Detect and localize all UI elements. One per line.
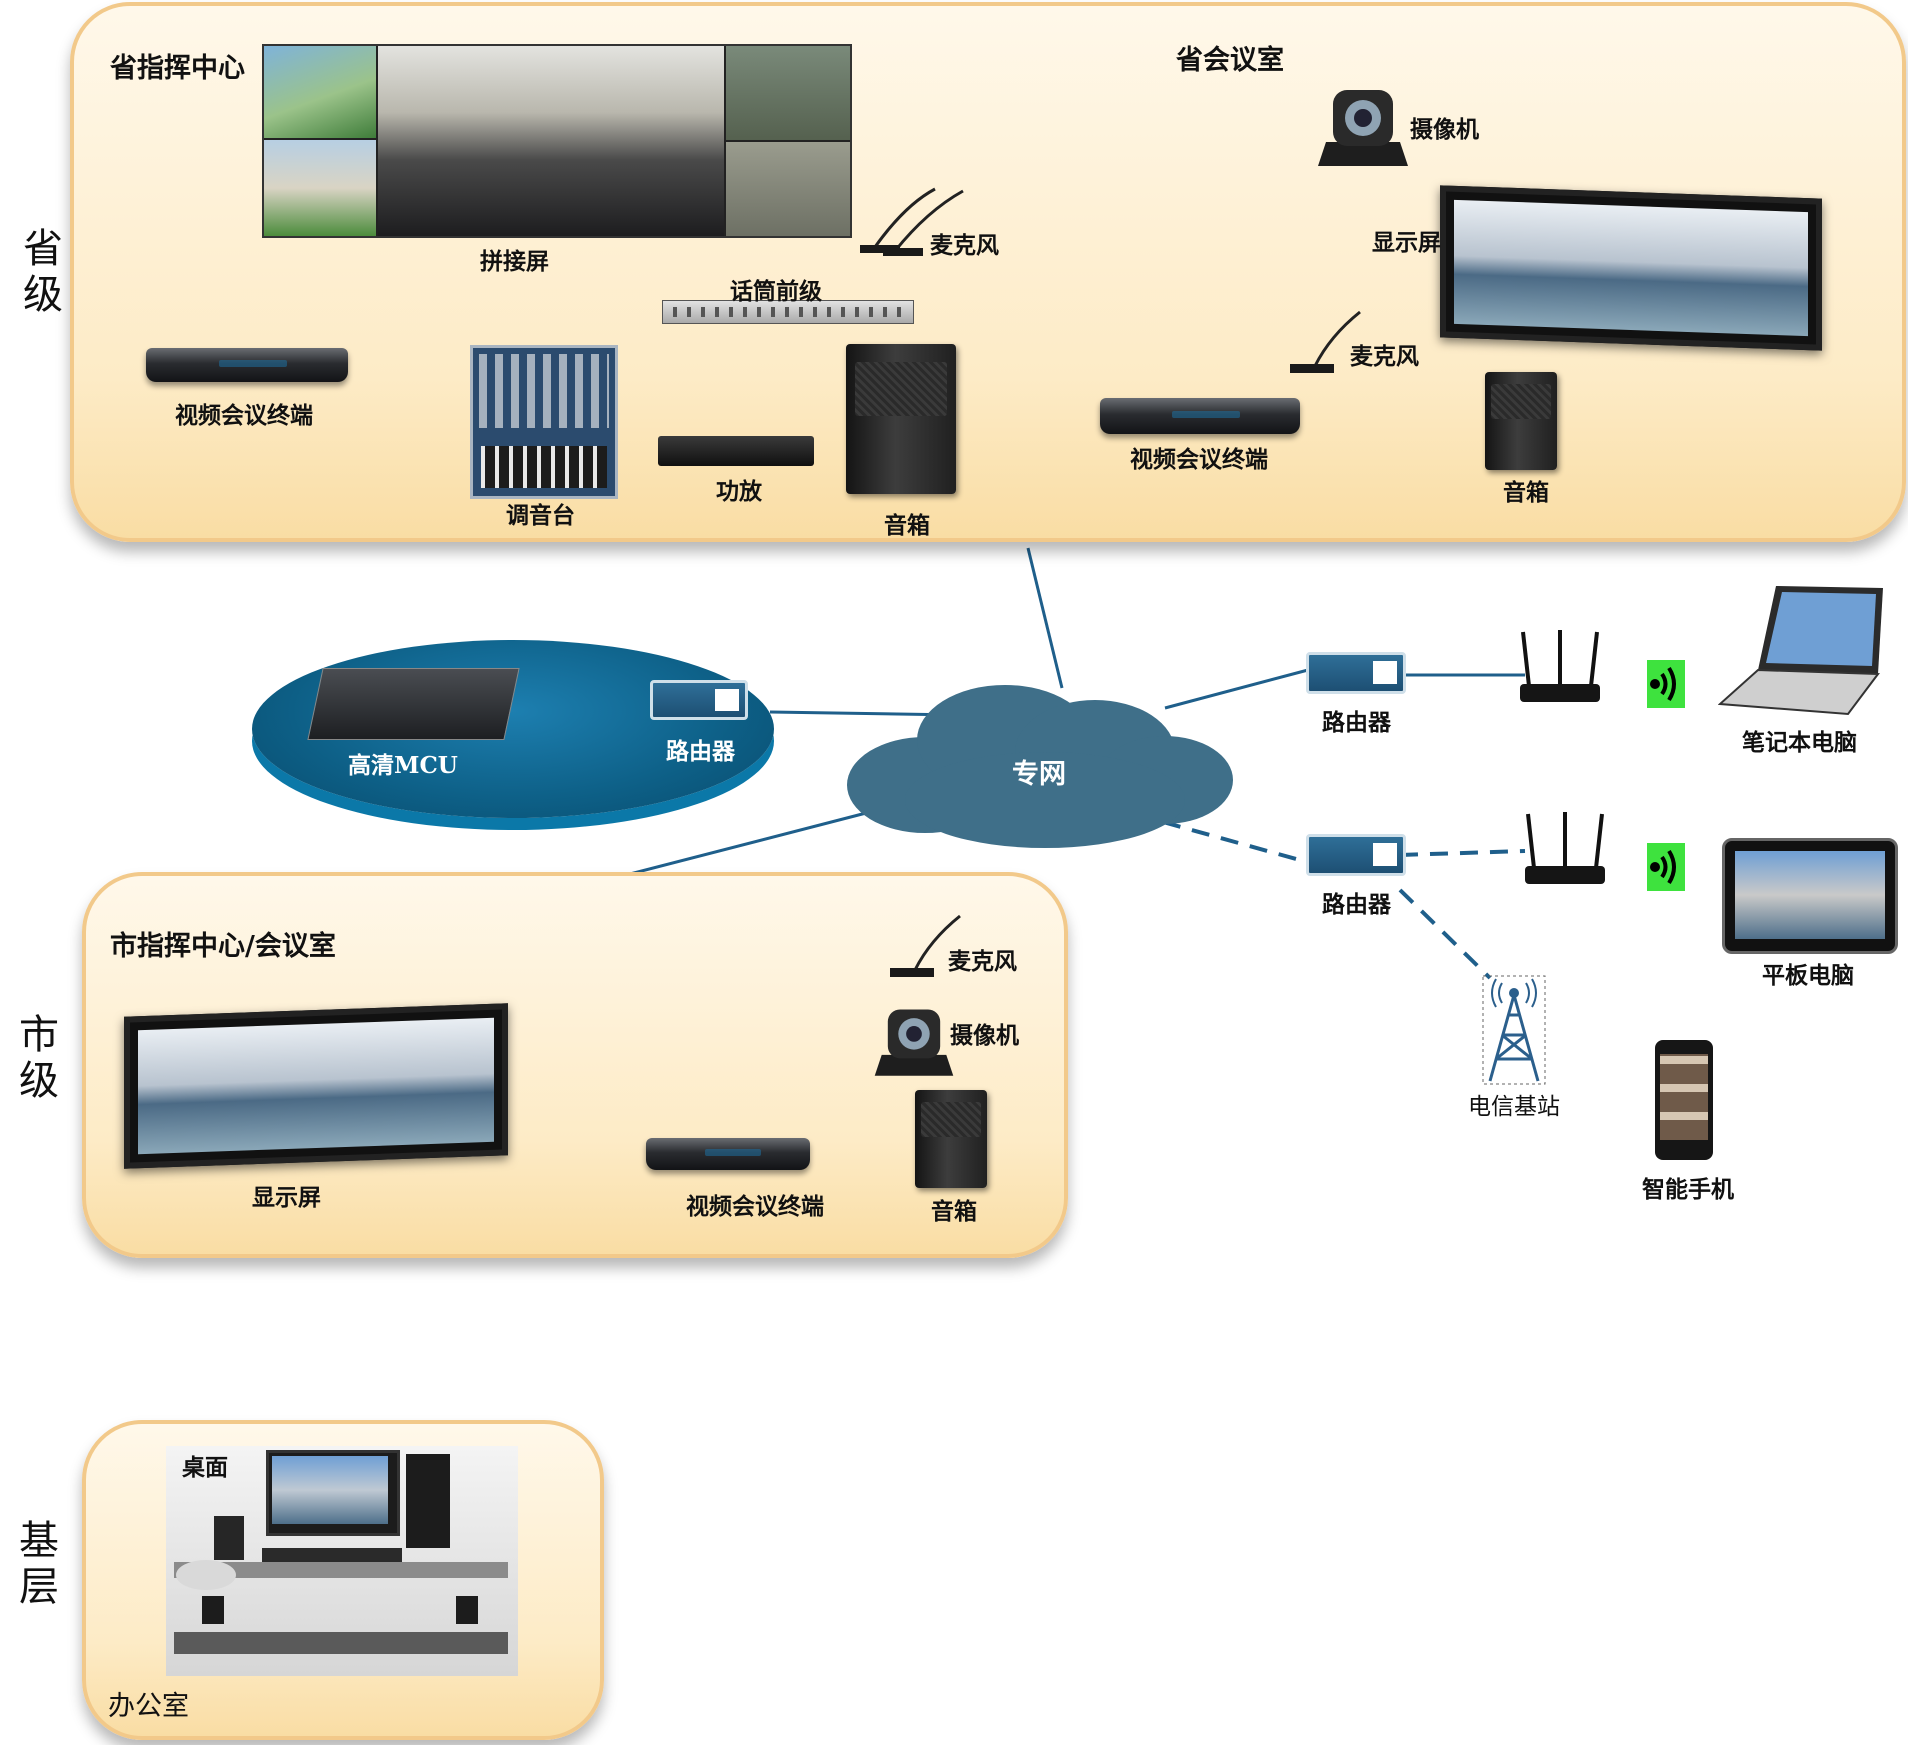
- city-video-terminal-label: 视频会议终端: [686, 1193, 824, 1220]
- smartphone-device: [1655, 1040, 1713, 1160]
- level-label-city: 市 级: [19, 1012, 59, 1104]
- city-speaker-label: 音箱: [931, 1198, 977, 1225]
- command-center-title: 省指挥中心: [110, 53, 245, 84]
- splice-screen-label: 拼接屏: [480, 248, 549, 275]
- mixer-device: [470, 345, 618, 499]
- city-display-label: 显示屏: [252, 1184, 321, 1211]
- desktop-label: 桌面: [182, 1454, 228, 1481]
- router-1-label: 路由器: [1322, 709, 1391, 736]
- wifi-signal-2-icon: [1647, 843, 1685, 891]
- city-camera-label: 摄像机: [950, 1022, 1019, 1049]
- speaker-label: 音箱: [884, 512, 930, 539]
- room-microphone-label: 麦克风: [1350, 343, 1419, 370]
- mcu-server-device: [307, 668, 520, 740]
- office-label: 办公室: [108, 1691, 189, 1722]
- mixer-label: 调音台: [506, 502, 575, 529]
- base-station-label: 电信基站: [1468, 1094, 1560, 1120]
- display-screen: [1440, 185, 1822, 351]
- level-label-province: 省 级: [23, 226, 63, 318]
- mcu-router-label: 路由器: [666, 738, 735, 765]
- display-label: 显示屏: [1372, 229, 1441, 256]
- ptz-camera-icon: [1318, 90, 1408, 166]
- level-label-base: 基 层: [19, 1518, 59, 1610]
- router-2-device: [1306, 834, 1406, 876]
- mic-preamp-device: [662, 300, 914, 324]
- camera-label: 摄像机: [1410, 116, 1479, 143]
- room-microphone-icon: [1290, 310, 1361, 373]
- tablet-device: [1722, 838, 1898, 954]
- video-terminal-label: 视频会议终端: [175, 402, 313, 429]
- amplifier-label: 功放: [716, 478, 762, 505]
- video-terminal-device: [146, 348, 348, 382]
- amplifier-device: [658, 436, 814, 466]
- city-microphone-icon: [890, 914, 961, 977]
- private-network-label: 专网: [1012, 759, 1066, 790]
- wifi-signal-icon: [1647, 660, 1685, 708]
- speaker-device: [846, 344, 956, 494]
- room-video-terminal-device: [1100, 398, 1300, 434]
- laptop-icon: [1718, 586, 1883, 716]
- smartphone-label: 智能手机: [1642, 1176, 1734, 1203]
- tablet-label: 平板电脑: [1762, 962, 1854, 989]
- private-network-cloud-icon: [847, 685, 1233, 848]
- city-title: 市指挥中心/会议室: [110, 931, 336, 962]
- city-camera-icon: [874, 1009, 954, 1076]
- microphone-icon: [860, 187, 964, 256]
- mcu-router-device: [650, 680, 748, 720]
- city-microphone-label: 麦克风: [948, 948, 1017, 975]
- microphone-label: 麦克风: [930, 232, 999, 259]
- meeting-room-title: 省会议室: [1176, 45, 1284, 76]
- base-station-tower-icon: [1482, 975, 1546, 1085]
- room-video-terminal-label: 视频会议终端: [1130, 446, 1268, 473]
- wireless-ap-2-icon: [1525, 812, 1605, 884]
- mcu-label: 高清MCU: [348, 752, 458, 779]
- city-video-terminal-device: [646, 1138, 810, 1170]
- city-display-screen: [124, 1003, 508, 1169]
- room-speaker-device: [1485, 372, 1557, 470]
- splice-screen-image: [262, 44, 852, 238]
- router-1-device: [1306, 652, 1406, 694]
- router-2-label: 路由器: [1322, 891, 1391, 918]
- wireless-ap-icon: [1520, 630, 1600, 702]
- laptop-label: 笔记本电脑: [1742, 729, 1857, 756]
- room-speaker-label: 音箱: [1503, 479, 1549, 506]
- city-speaker-device: [915, 1090, 987, 1188]
- desktop-workstation-image: [166, 1446, 518, 1676]
- mic-preamp-label: 话筒前级: [730, 278, 822, 305]
